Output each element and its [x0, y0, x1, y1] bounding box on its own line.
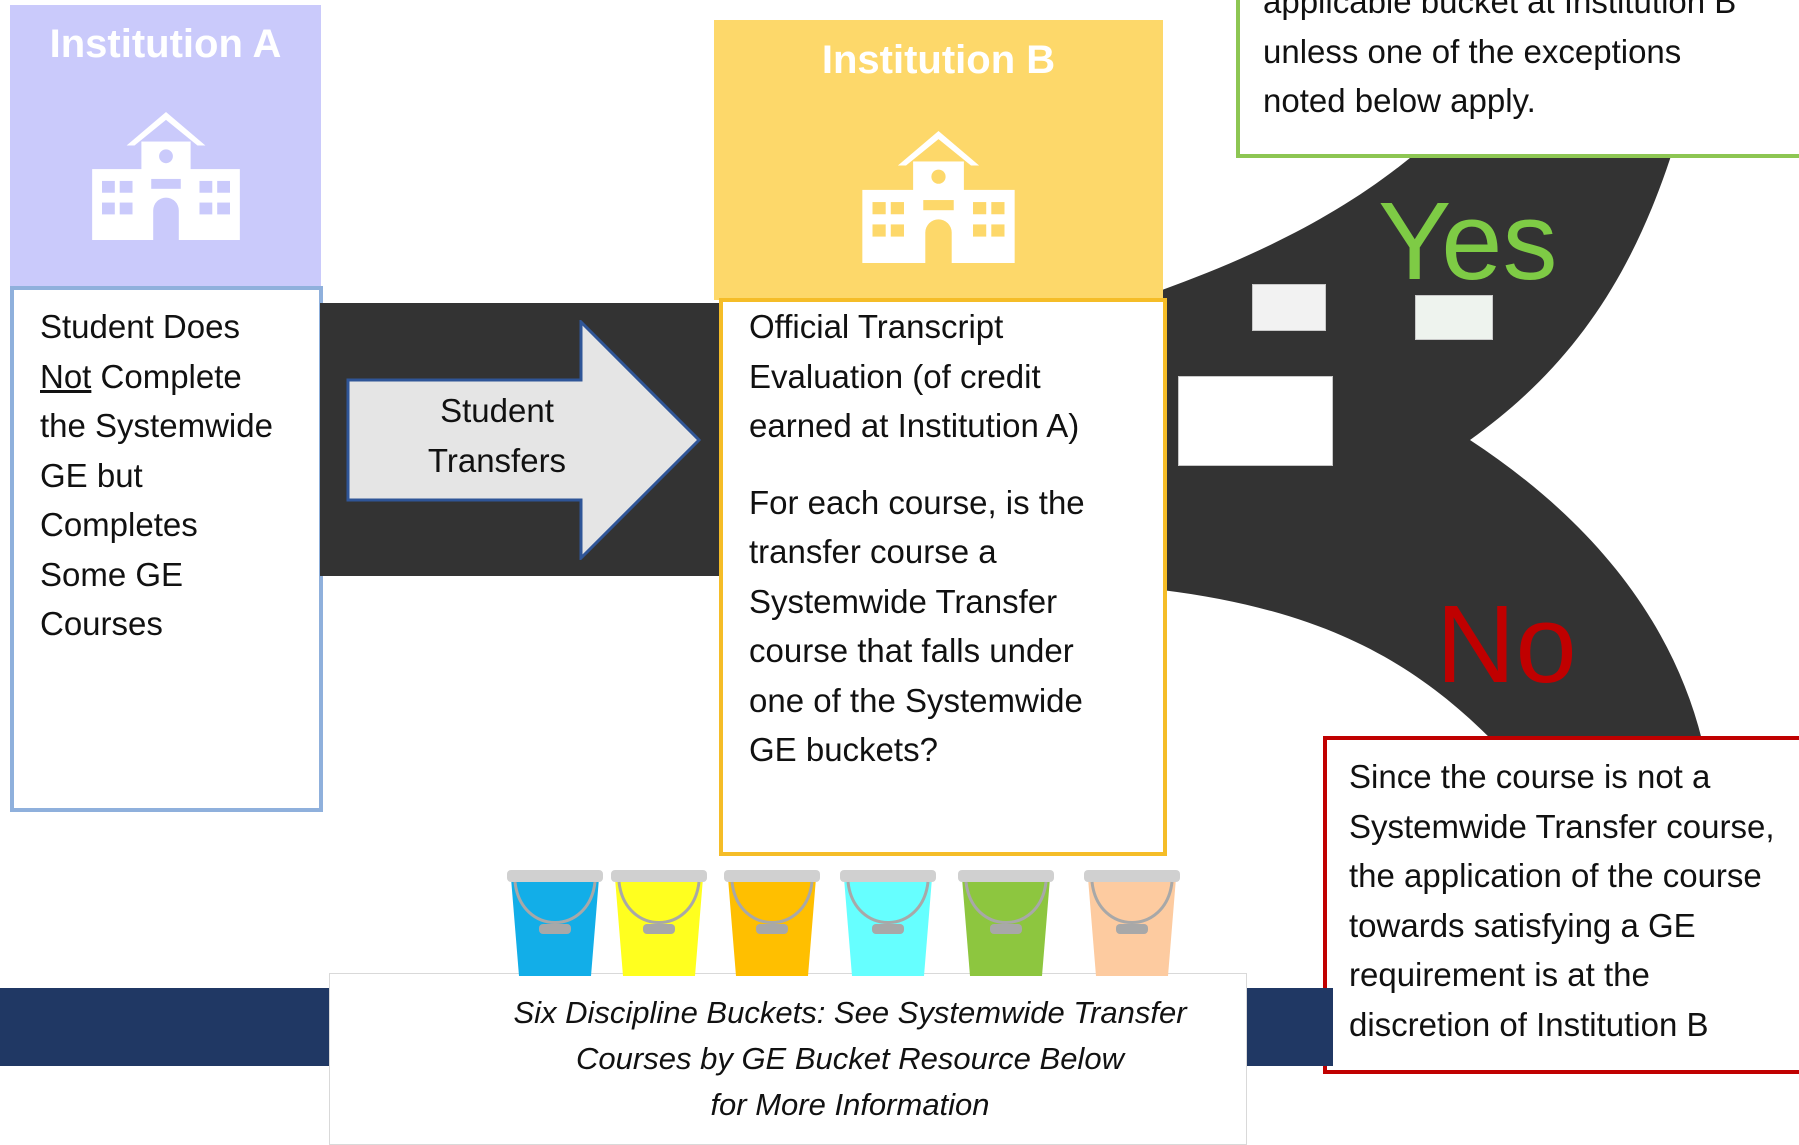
institution-a-description: Student Does Not Complete the Systemwide…: [40, 302, 310, 649]
school-building-icon: [92, 112, 240, 240]
decision-road: [1162, 120, 1702, 740]
question-line: For each course, is the: [749, 483, 1085, 521]
discipline-bucket-icon: [1084, 870, 1180, 976]
institution-b-evaluation-box: [719, 298, 1167, 856]
discipline-bucket-icon: [724, 870, 820, 976]
institution-a-title: Institution A: [49, 22, 282, 66]
institution-a-line: Student Does: [40, 308, 240, 345]
discipline-bucket-icon: [507, 870, 603, 976]
yes-outcome-text: applicable bucket at Institution B unles…: [1263, 0, 1793, 126]
discipline-bucket-icon: [958, 870, 1054, 976]
transcript-thumbnail: [1252, 284, 1326, 331]
question-line: transfer course a: [749, 533, 997, 570]
transcript-thumbnail: [1415, 295, 1493, 340]
question-line: GE buckets?: [749, 731, 938, 768]
institution-a-line: Some GE: [40, 555, 184, 593]
yes-outcome-line: noted below apply.: [1263, 82, 1536, 119]
paragraph-gap: [749, 451, 1149, 478]
not-emphasis: Not: [40, 357, 92, 395]
question-line: one of the Systemwide: [749, 681, 1083, 719]
buckets-caption-box: [329, 973, 1247, 1145]
transfer-label-line: Student: [440, 392, 554, 429]
no-outcome-line: discretion of Institution B: [1349, 1005, 1709, 1043]
yes-label: Yes: [1378, 180, 1558, 303]
buckets-caption-line: Courses by GE Bucket Resource Below: [576, 1041, 1124, 1076]
institution-a-line: Completes: [40, 506, 198, 543]
institution-a-line: the Systemwide: [40, 407, 273, 444]
no-outcome-line: Systemwide Transfer course,: [1349, 807, 1775, 845]
no-outcome-line: the application of the course: [1349, 857, 1762, 894]
no-outcome-line: requirement is at the: [1349, 956, 1650, 993]
school-building-icon: [862, 131, 1015, 263]
discipline-bucket-icon: [840, 870, 936, 976]
yes-outcome-box: [1236, 0, 1799, 158]
question-line: course that falls under: [749, 632, 1074, 669]
evaluation-line: Evaluation (of credit: [749, 357, 1041, 395]
transcript-thumbnail: [1178, 376, 1333, 466]
institution-a-line-rest: Complete: [91, 357, 242, 395]
institution-b-title: Institution B: [821, 38, 1056, 82]
yes-outcome-line: applicable bucket at Institution B: [1263, 0, 1737, 20]
institution-b-description: Official Transcript Evaluation (of credi…: [749, 302, 1149, 775]
no-label: No: [1436, 583, 1577, 706]
no-outcome-box: [1323, 736, 1799, 1074]
institution-a-line: GE but: [40, 456, 143, 494]
buckets-caption-line: Six Discipline Buckets: See Systemwide T…: [513, 995, 1187, 1030]
evaluation-line: Official Transcript: [749, 308, 1004, 345]
no-outcome-text: Since the course is not a Systemwide Tra…: [1349, 752, 1799, 1049]
question-line: Systemwide Transfer: [749, 582, 1058, 620]
no-outcome-line: Since the course is not a: [1349, 758, 1711, 795]
evaluation-line: earned at Institution A): [749, 407, 1080, 444]
transfer-label: Student Transfers: [392, 386, 602, 485]
transfer-label-line: Transfers: [427, 441, 567, 479]
discipline-bucket-icon: [611, 870, 707, 976]
institution-a-line: Not Complete: [40, 352, 310, 402]
institution-a-line: Courses: [40, 605, 163, 642]
buckets-caption: Six Discipline Buckets: See Systemwide T…: [470, 990, 1230, 1128]
no-outcome-line: towards satisfying a GE: [1349, 906, 1696, 944]
bottom-strip: [1243, 988, 1333, 1066]
bottom-strip: [0, 988, 332, 1066]
buckets-caption-line: for More Information: [710, 1087, 990, 1122]
transfer-arrow-icon: [346, 320, 701, 560]
yes-outcome-line: unless one of the exceptions: [1263, 32, 1682, 70]
